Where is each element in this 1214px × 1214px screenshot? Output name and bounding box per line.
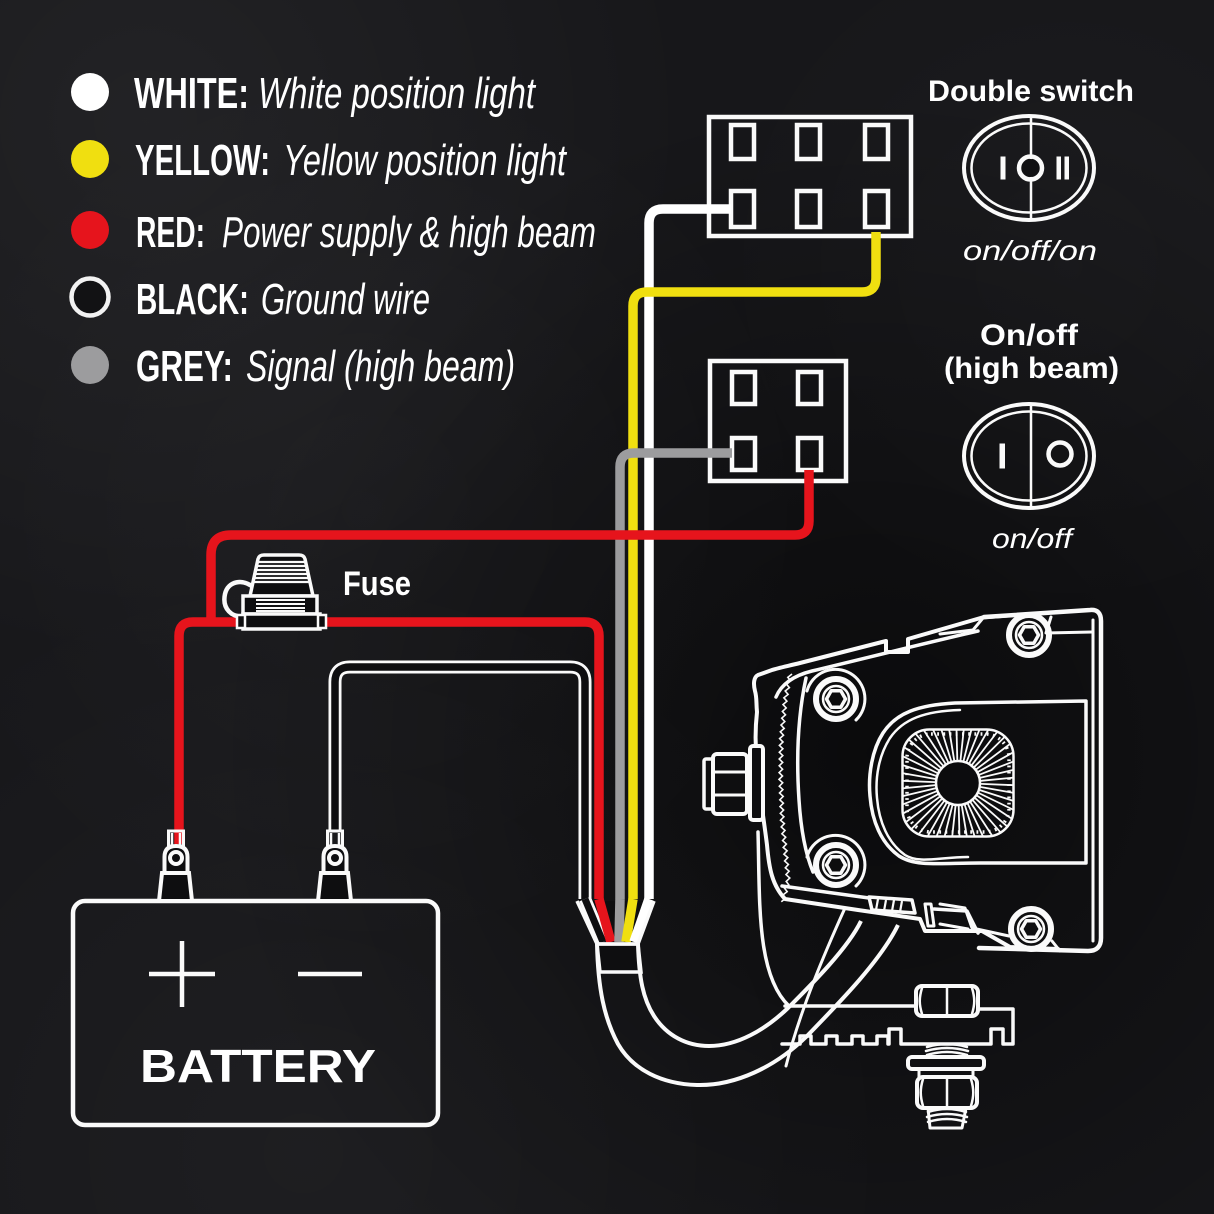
svg-text:White position light: White position light (258, 69, 536, 118)
svg-text:on/off: on/off (992, 523, 1076, 554)
svg-text:YELLOW:: YELLOW: (135, 136, 270, 185)
svg-text:Power supply & high beam: Power supply & high beam (222, 208, 596, 257)
svg-text:(high beam): (high beam) (944, 352, 1119, 385)
svg-text:on/off/on: on/off/on (963, 235, 1097, 266)
svg-text:Ground wire: Ground wire (261, 275, 430, 324)
svg-text:BLACK:: BLACK: (136, 275, 249, 324)
svg-text:Yellow position light: Yellow position light (283, 136, 567, 185)
svg-text:WHITE:: WHITE: (134, 69, 249, 118)
svg-text:On/off: On/off (980, 319, 1079, 352)
svg-text:Signal (high beam): Signal (high beam) (246, 342, 515, 391)
svg-text:Double switch: Double switch (928, 75, 1134, 108)
svg-text:Fuse: Fuse (343, 565, 411, 603)
svg-text:RED:: RED: (136, 208, 205, 257)
svg-text:GREY:: GREY: (136, 342, 233, 391)
svg-text:BATTERY: BATTERY (140, 1040, 376, 1092)
